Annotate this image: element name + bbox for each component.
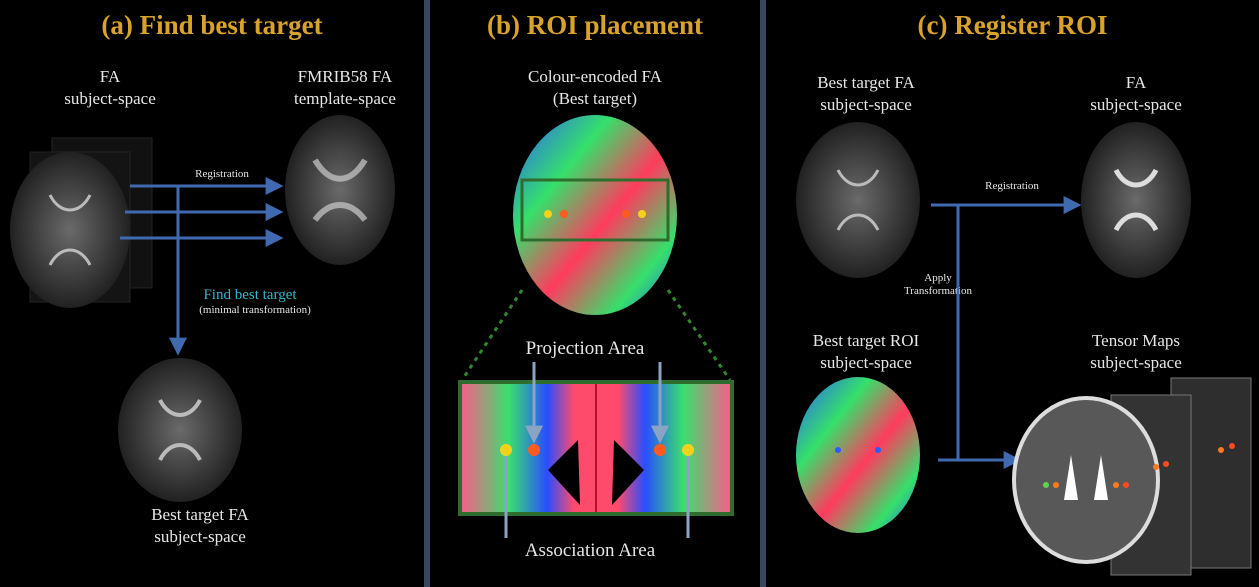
panel-title-a: (a) Find best target bbox=[101, 10, 323, 40]
fa-subject-ventricles bbox=[48, 194, 92, 266]
colour-fa-brain bbox=[513, 115, 677, 315]
tensor-dot-orange-right bbox=[1113, 482, 1119, 488]
tensor-map-front bbox=[1012, 396, 1160, 564]
ventricle-right bbox=[612, 440, 644, 505]
zoom-association-dot-right bbox=[682, 444, 694, 456]
panel-register-roi: (c) Register ROI Best target FA subject-… bbox=[766, 0, 1259, 587]
roi-dot-left bbox=[835, 447, 841, 453]
panel-title-b: (b) ROI placement bbox=[487, 10, 703, 40]
registration-label-a: Registration bbox=[195, 168, 249, 180]
best-target-fa-c-ventricles bbox=[836, 169, 880, 231]
apply-transformation-label: Apply Transformation bbox=[903, 272, 973, 297]
zoom-association-dot-left bbox=[500, 444, 512, 456]
projection-area-label: Projection Area bbox=[525, 338, 645, 359]
tensor-dot-green bbox=[1043, 482, 1049, 488]
tensor-dot-red-right bbox=[1123, 482, 1129, 488]
template-ventricles bbox=[312, 158, 368, 222]
template-brain bbox=[285, 115, 395, 265]
fa-subject-c-label: FA subject-space bbox=[1090, 73, 1182, 114]
panel-a-graphics bbox=[10, 115, 395, 502]
best-target-ventricles bbox=[158, 399, 202, 461]
panel-find-best-target: (a) Find best target FA subject-space FM… bbox=[0, 0, 424, 587]
panel-roi-placement: (b) ROI placement Colour-encoded FA (Bes… bbox=[430, 0, 760, 587]
panel-b-graphics bbox=[458, 115, 734, 538]
fa-subject-c-ventricles bbox=[1113, 168, 1159, 232]
best-target-brain bbox=[118, 358, 242, 502]
colour-encoded-fa-label: Colour-encoded FA (Best target) bbox=[528, 67, 662, 108]
find-best-target-label: Find best target bbox=[203, 287, 297, 303]
panel-title-c: (c) Register ROI bbox=[917, 10, 1108, 40]
minimal-transformation-label: (minimal transformation) bbox=[199, 304, 311, 316]
tensor-ventricles bbox=[1064, 455, 1108, 500]
association-area-label: Association Area bbox=[524, 540, 656, 561]
fa-subject-label: FA subject-space bbox=[64, 67, 156, 108]
panel-c-graphics bbox=[796, 122, 1252, 576]
best-target-roi-label: Best target ROI subject-space bbox=[812, 331, 920, 372]
tensor-maps-label: Tensor Maps subject-space bbox=[1090, 331, 1182, 372]
fa-subject-c-brain bbox=[1081, 122, 1191, 278]
zoom-projection-dot-right bbox=[654, 444, 666, 456]
zoom-line-left bbox=[460, 289, 524, 381]
best-target-fa-label: Best target FA subject-space bbox=[151, 505, 249, 546]
association-dot-left bbox=[544, 210, 552, 218]
projection-dot-left bbox=[560, 210, 568, 218]
tensor-dot-orange-left bbox=[1053, 482, 1059, 488]
roi-dot-right bbox=[875, 447, 881, 453]
template-label: FMRIB58 FA template-space bbox=[294, 67, 396, 108]
tensor-back-dot-2 bbox=[1229, 443, 1235, 449]
tensor-mid-dot-1 bbox=[1153, 464, 1159, 470]
projection-dot-right bbox=[622, 210, 630, 218]
zoom-projection-dot-left bbox=[528, 444, 540, 456]
roi-box bbox=[520, 178, 670, 242]
fa-subject-brain bbox=[10, 152, 130, 308]
panel-divider-left bbox=[424, 0, 430, 587]
registration-label-c: Registration bbox=[985, 180, 1039, 192]
ventricle-left bbox=[548, 440, 580, 505]
best-target-fa-c-brain bbox=[796, 122, 920, 278]
best-target-fa-c-label: Best target FA subject-space bbox=[817, 73, 915, 114]
tensor-mid-dot-2 bbox=[1163, 461, 1169, 467]
panel-divider-right bbox=[760, 0, 766, 587]
best-target-roi-brain bbox=[796, 377, 920, 533]
zoom-line-right bbox=[666, 289, 732, 381]
tensor-back-dot-1 bbox=[1218, 447, 1224, 453]
association-dot-right bbox=[638, 210, 646, 218]
